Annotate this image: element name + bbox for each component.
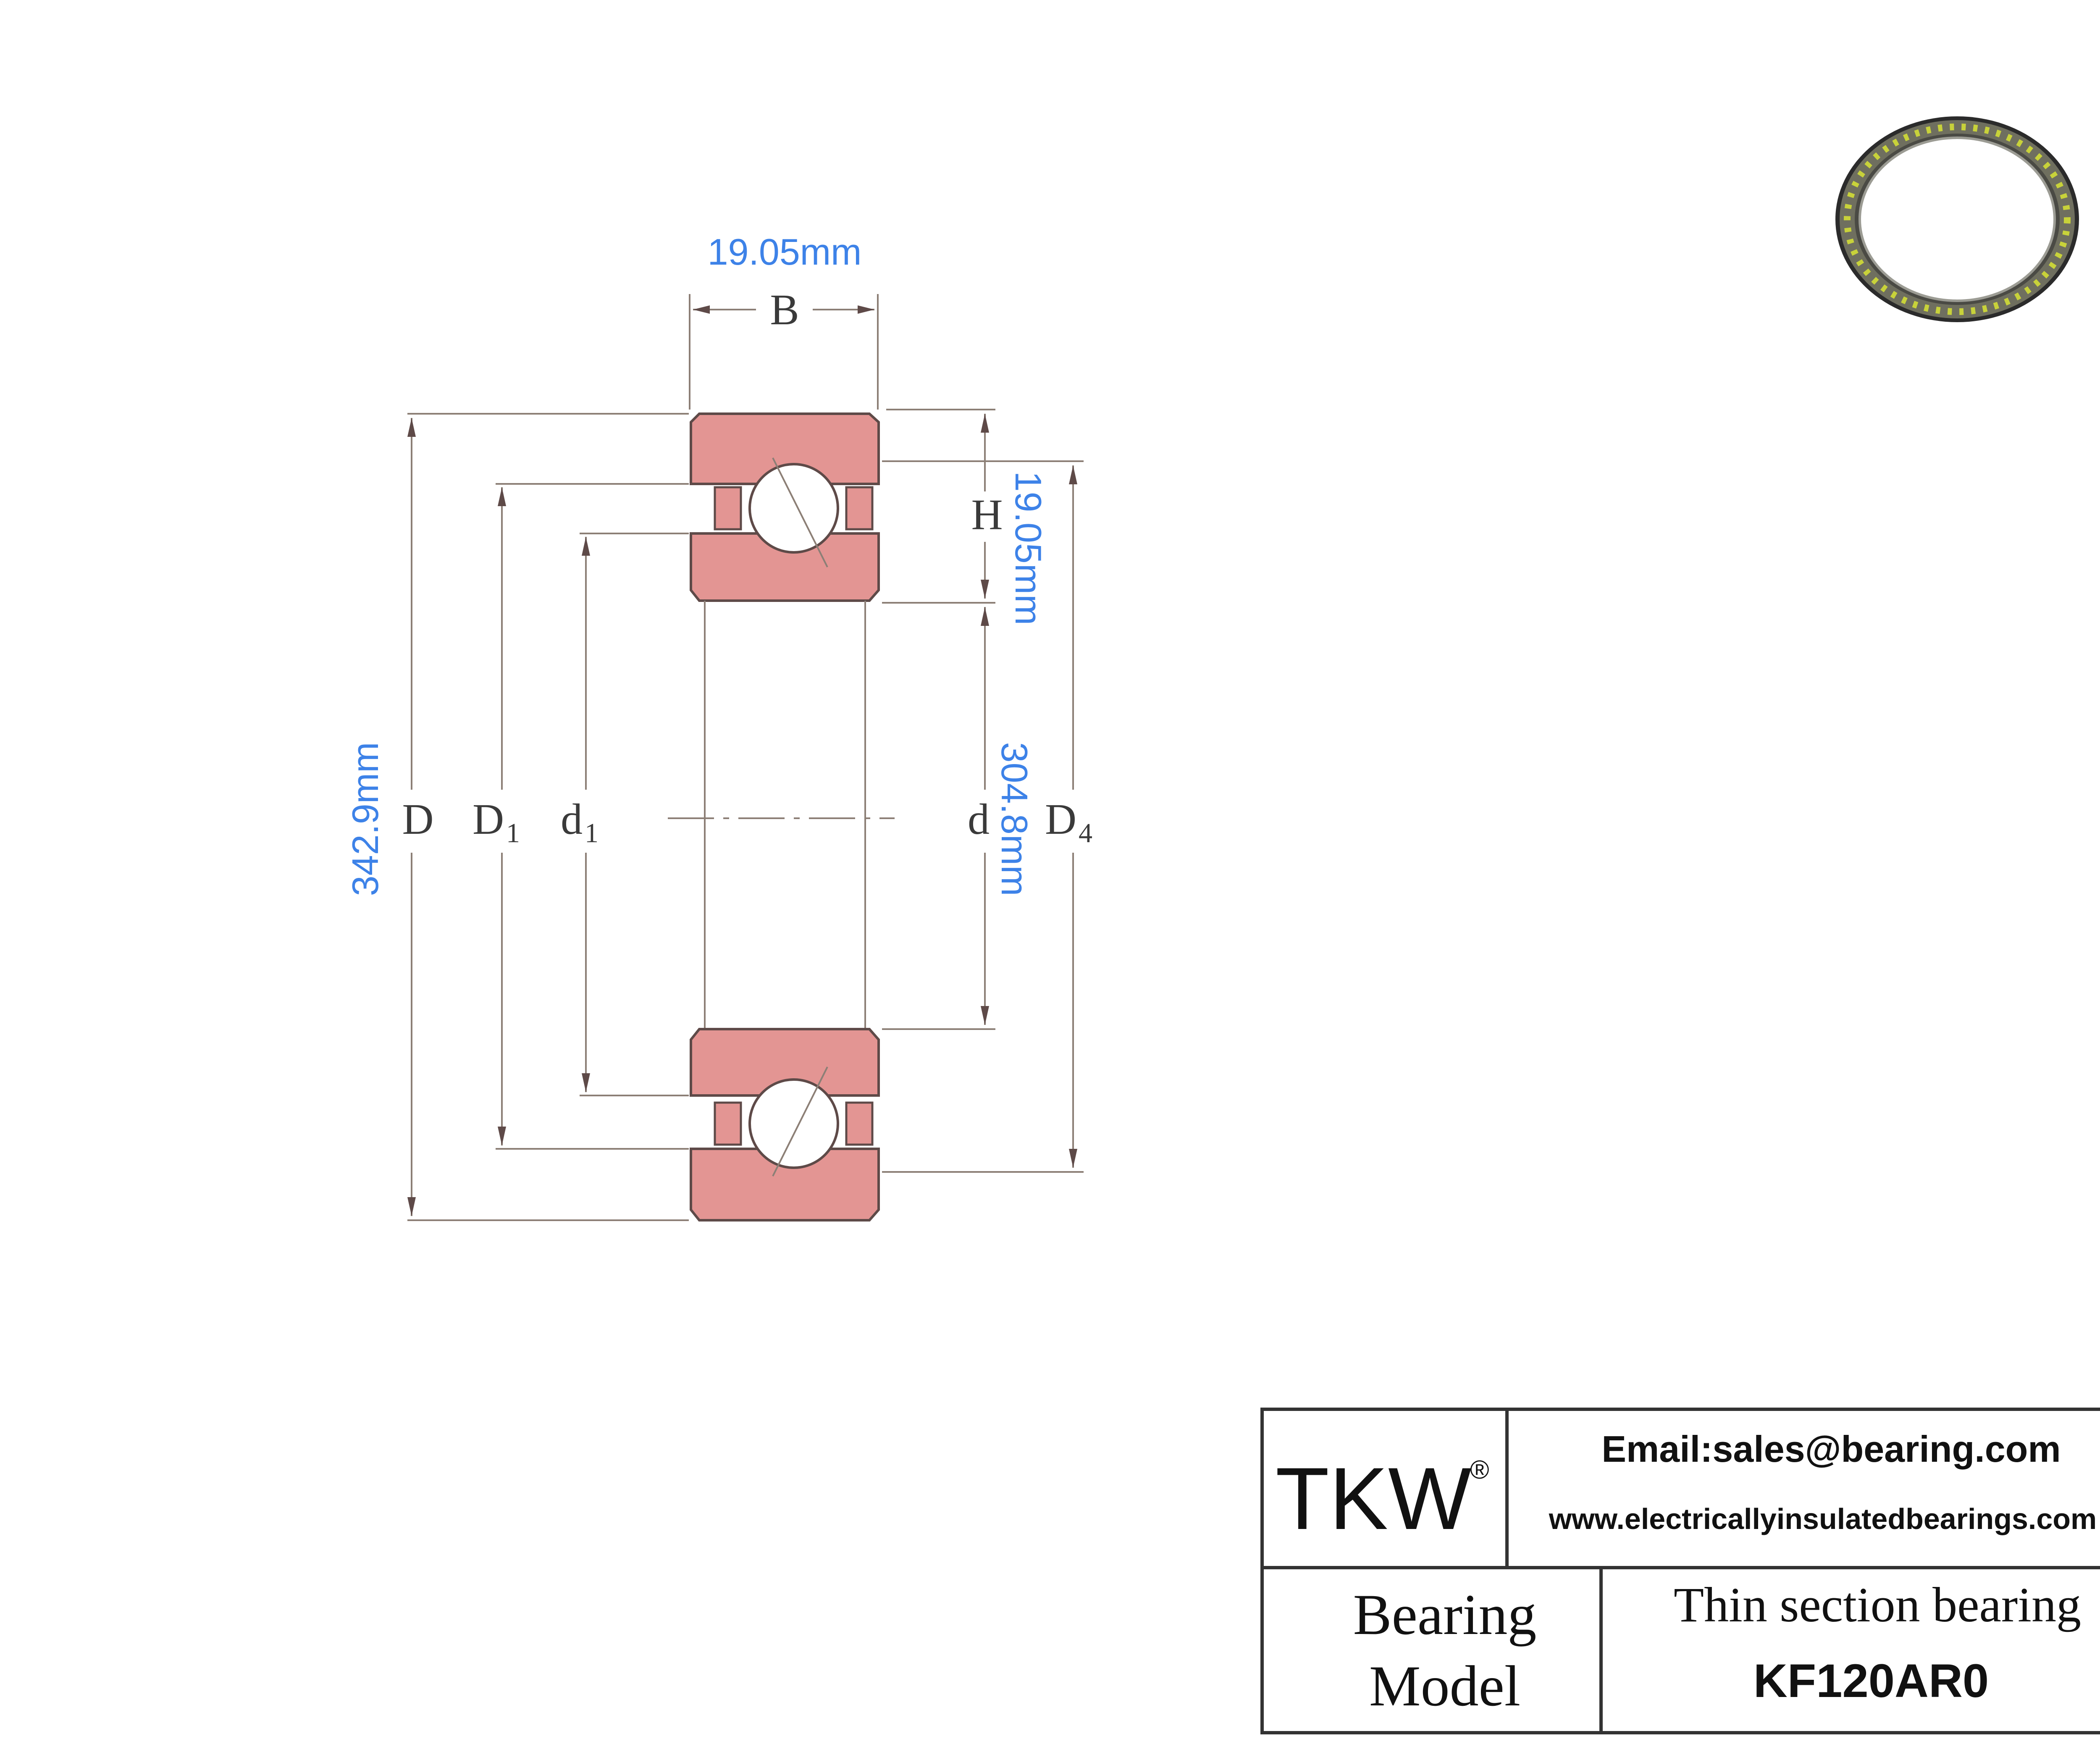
outer-diameter-value: 342.9mm — [344, 742, 386, 896]
title-block: TKW ® Email:sales@bearing.com www.electr… — [1260, 1408, 2100, 1734]
cage-top-right — [845, 486, 874, 531]
cage-top-left — [714, 486, 742, 531]
outer-ring-top — [690, 412, 880, 485]
bore-value: 304.8mm — [994, 742, 1035, 896]
contact-angle-line-top — [772, 457, 828, 567]
bearing-cross-section — [668, 412, 895, 1222]
symbol-D1-subscript: 1 — [506, 818, 520, 848]
inner-ring-bottom — [690, 1028, 880, 1097]
website-url: www.electricallyinsulatedbearings.com — [1549, 1503, 2097, 1535]
contact-email: Email:sales@bearing.com — [1601, 1428, 2061, 1470]
brand-logo: TKW — [1276, 1449, 1472, 1548]
symbol-H: H — [971, 491, 1003, 539]
dimension-lines — [407, 294, 1084, 1221]
cage-bottom-left — [714, 1101, 742, 1146]
symbol-D1: D — [472, 795, 504, 843]
symbol-d1-subscript: 1 — [585, 818, 598, 848]
contact-angle-line-bottom — [772, 1067, 828, 1177]
inner-ring-top — [690, 532, 880, 602]
symbol-d: d — [968, 795, 990, 843]
bearing-photo — [1835, 116, 2079, 322]
dimension-symbols: B H D D 1 d 1 d D 4 — [402, 286, 1092, 848]
ball-bottom — [748, 1078, 839, 1169]
symbol-d1: d — [561, 795, 583, 843]
symbol-D: D — [402, 795, 433, 843]
ball-top — [748, 463, 839, 554]
symbol-D4-subscript: 4 — [1079, 818, 1092, 848]
width-value: 19.05mm — [708, 231, 862, 273]
registered-mark: ® — [1470, 1455, 1489, 1484]
model-number: KF120AR0 — [1754, 1655, 1989, 1707]
bearing-label: Bearing — [1353, 1582, 1537, 1647]
outer-ring-bottom — [690, 1148, 880, 1222]
symbol-D4: D — [1045, 795, 1076, 843]
symbol-B: B — [770, 286, 799, 334]
model-label: Model — [1369, 1654, 1520, 1718]
bearing-description: Thin section bearing — [1674, 1577, 2081, 1632]
cage-bottom-right — [845, 1101, 874, 1146]
dimension-values: 19.05mm 19.05mm 342.9mm 304.8mm — [344, 231, 1049, 896]
height-value: 19.05mm — [1008, 471, 1049, 625]
